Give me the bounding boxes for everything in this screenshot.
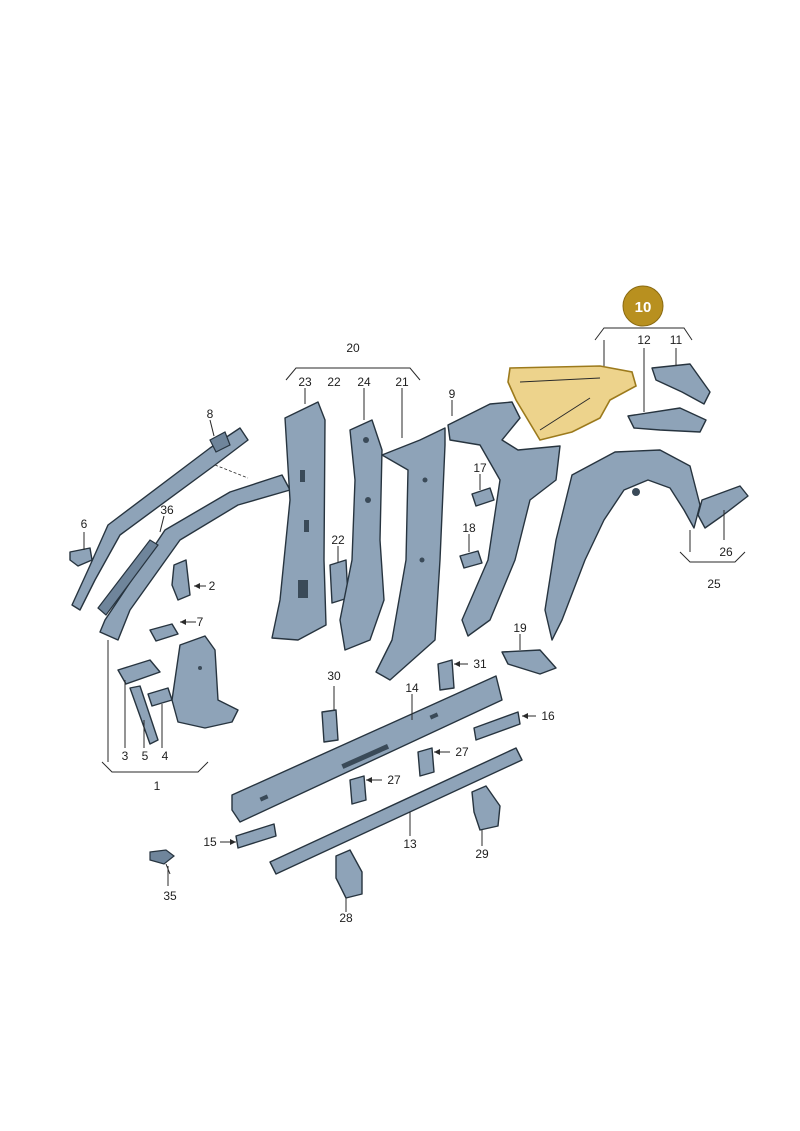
part-9-c-pillar[interactable] (447, 401, 561, 637)
part-16-strip[interactable] (473, 711, 521, 741)
part-35-screw[interactable] (149, 849, 175, 875)
part-6-bracket[interactable] (69, 547, 93, 567)
label-22-mid: 22 (331, 533, 345, 547)
leader-arrowheads (180, 583, 528, 845)
label-26: 26 (719, 545, 733, 559)
badge-10-text: 10 (635, 299, 652, 316)
label-22-top: 22 (327, 375, 341, 389)
part-19-bracket[interactable] (501, 649, 557, 675)
group-bracket-10 (594, 327, 693, 341)
label-21: 21 (395, 375, 409, 389)
label-30: 30 (327, 669, 341, 683)
part-8-roof-rail[interactable] (71, 427, 249, 611)
label-29: 29 (475, 847, 489, 861)
label-1: 1 (154, 779, 161, 793)
part-23-b-pillar-outer[interactable] (271, 401, 327, 641)
part-18-bracket[interactable] (459, 550, 483, 569)
part-2-gusset[interactable] (171, 559, 191, 601)
part-29-bracket[interactable] (471, 785, 501, 831)
part-10-rear-upper-frame[interactable] (507, 365, 637, 441)
part-7-plate[interactable] (149, 623, 179, 642)
label-23: 23 (298, 375, 312, 389)
part-21-b-pillar-reinforcement[interactable] (375, 427, 446, 681)
part-26-rear-bracket[interactable] (697, 485, 749, 529)
part-14-inner-sill[interactable] (231, 675, 503, 823)
label-35: 35 (163, 889, 177, 903)
label-15: 15 (203, 835, 217, 849)
label-16: 16 (541, 709, 555, 723)
part-36-a-pillar-rail[interactable] (97, 474, 291, 641)
label-4: 4 (162, 749, 169, 763)
part-17-bracket[interactable] (471, 487, 495, 507)
label-13: 13 (403, 837, 417, 851)
label-11: 11 (670, 333, 683, 347)
label-14: 14 (405, 681, 419, 695)
label-17: 17 (473, 461, 487, 475)
part-12-rear-panel[interactable] (627, 407, 707, 433)
leader-lines (83, 340, 725, 912)
label-19: 19 (513, 621, 527, 635)
part-11-rear-bracket[interactable] (651, 363, 711, 405)
group-bracket-20 (285, 367, 421, 381)
highlight-badge-10[interactable]: 10 (622, 285, 664, 327)
label-9: 9 (449, 387, 456, 401)
label-31: 31 (473, 657, 487, 671)
label-6: 6 (81, 517, 88, 531)
callout-labels: 8 36 6 2 7 3 5 4 1 20 23 22 24 21 22 9 1… (81, 333, 733, 925)
part-13-sill-bar[interactable] (269, 747, 523, 875)
part-25-wheel-arch-panel[interactable] (544, 449, 701, 641)
group-bracket-25 (679, 551, 746, 563)
part-5-strip[interactable] (129, 685, 159, 745)
label-18: 18 (462, 521, 476, 535)
label-24: 24 (357, 375, 371, 389)
part-27-clip-b[interactable] (349, 775, 367, 805)
part-15-strip[interactable] (235, 823, 277, 849)
label-12: 12 (637, 333, 651, 347)
label-5: 5 (142, 749, 149, 763)
part-4-plate[interactable] (147, 687, 173, 707)
label-3: 3 (122, 749, 129, 763)
part-31-clip[interactable] (437, 659, 455, 691)
part-3-bracket[interactable] (117, 659, 161, 685)
label-27-left: 27 (387, 773, 401, 787)
label-27-right: 27 (455, 745, 469, 759)
part-24-b-pillar-inner[interactable] (339, 419, 385, 651)
part-28-bracket[interactable] (335, 849, 363, 899)
label-25: 25 (707, 577, 721, 591)
label-8: 8 (207, 407, 214, 421)
group-bracket-1 (101, 761, 209, 773)
part-27-clip-a[interactable] (417, 747, 435, 777)
label-7: 7 (197, 615, 204, 629)
label-20: 20 (346, 341, 360, 355)
part-1-a-pillar-lower[interactable] (171, 635, 239, 729)
label-36: 36 (160, 503, 174, 517)
part-30-clip[interactable] (321, 709, 339, 743)
label-28: 28 (339, 911, 353, 925)
label-2: 2 (209, 579, 216, 593)
